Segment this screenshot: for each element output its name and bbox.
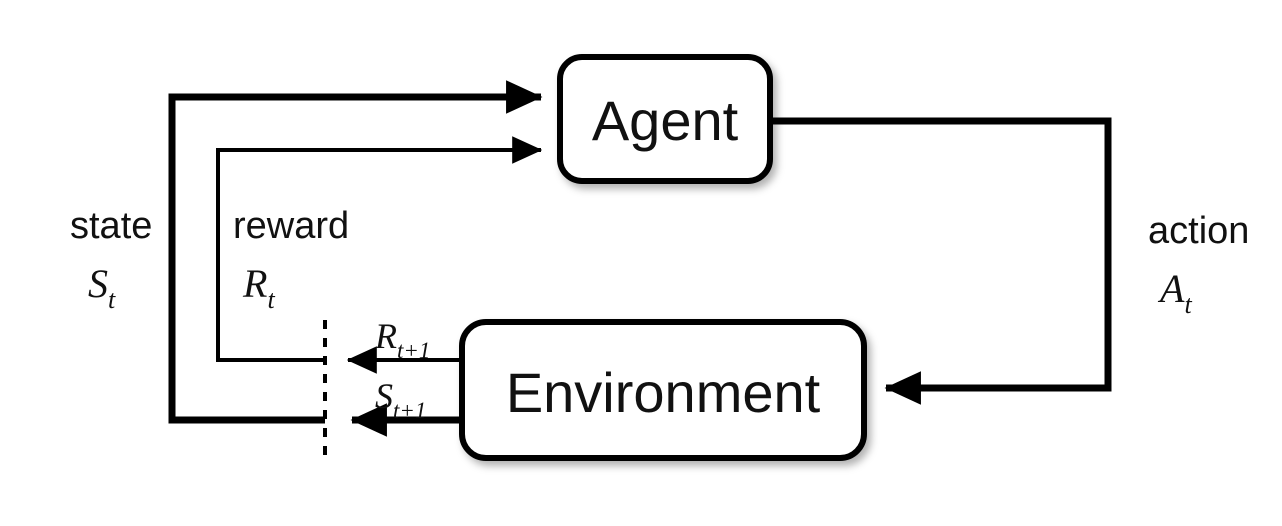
reward-arrow-path — [216, 136, 543, 362]
reward-label-group: reward Rt — [233, 205, 349, 314]
reward-next-label-group: Rt+1 — [374, 316, 430, 363]
action-subscript: t — [1184, 290, 1192, 319]
action-edge — [772, 117, 1112, 405]
state-next-subscript: t+1 — [393, 398, 426, 423]
state-symbol-label: St — [88, 261, 116, 314]
state-next-symbol: S — [375, 376, 393, 416]
action-word-label: action — [1148, 210, 1249, 252]
environment-label: Environment — [506, 361, 821, 424]
reward-symbol: R — [242, 261, 267, 306]
agent-box[interactable] — [557, 54, 773, 184]
reward-next-subscript: t+1 — [397, 338, 430, 363]
reward-next-symbol: R — [374, 316, 397, 356]
action-symbol: A — [1157, 266, 1185, 311]
state-next-symbol-label: St+1 — [375, 376, 426, 423]
state-word-label: state — [70, 205, 152, 247]
environment-box[interactable] — [459, 319, 867, 461]
action-symbol-label: At — [1157, 266, 1192, 319]
reward-subscript: t — [267, 285, 275, 314]
state-next-label-group: St+1 — [375, 376, 426, 423]
agent-label: Agent — [592, 89, 739, 152]
reward-word-label: reward — [233, 205, 349, 247]
state-symbol: S — [88, 261, 108, 306]
state-subscript: t — [108, 285, 116, 314]
state-edge — [168, 80, 543, 424]
environment-node[interactable]: Environment — [459, 319, 867, 461]
agent-node[interactable]: Agent — [557, 54, 773, 184]
reward-edge — [216, 136, 543, 362]
action-label-group: action At — [1148, 210, 1249, 319]
reward-symbol-label: Rt — [242, 261, 275, 314]
state-arrow-path — [168, 80, 543, 424]
action-arrow-path — [772, 117, 1112, 405]
reward-next-symbol-label: Rt+1 — [374, 316, 430, 363]
state-label-group: state St — [70, 205, 152, 314]
